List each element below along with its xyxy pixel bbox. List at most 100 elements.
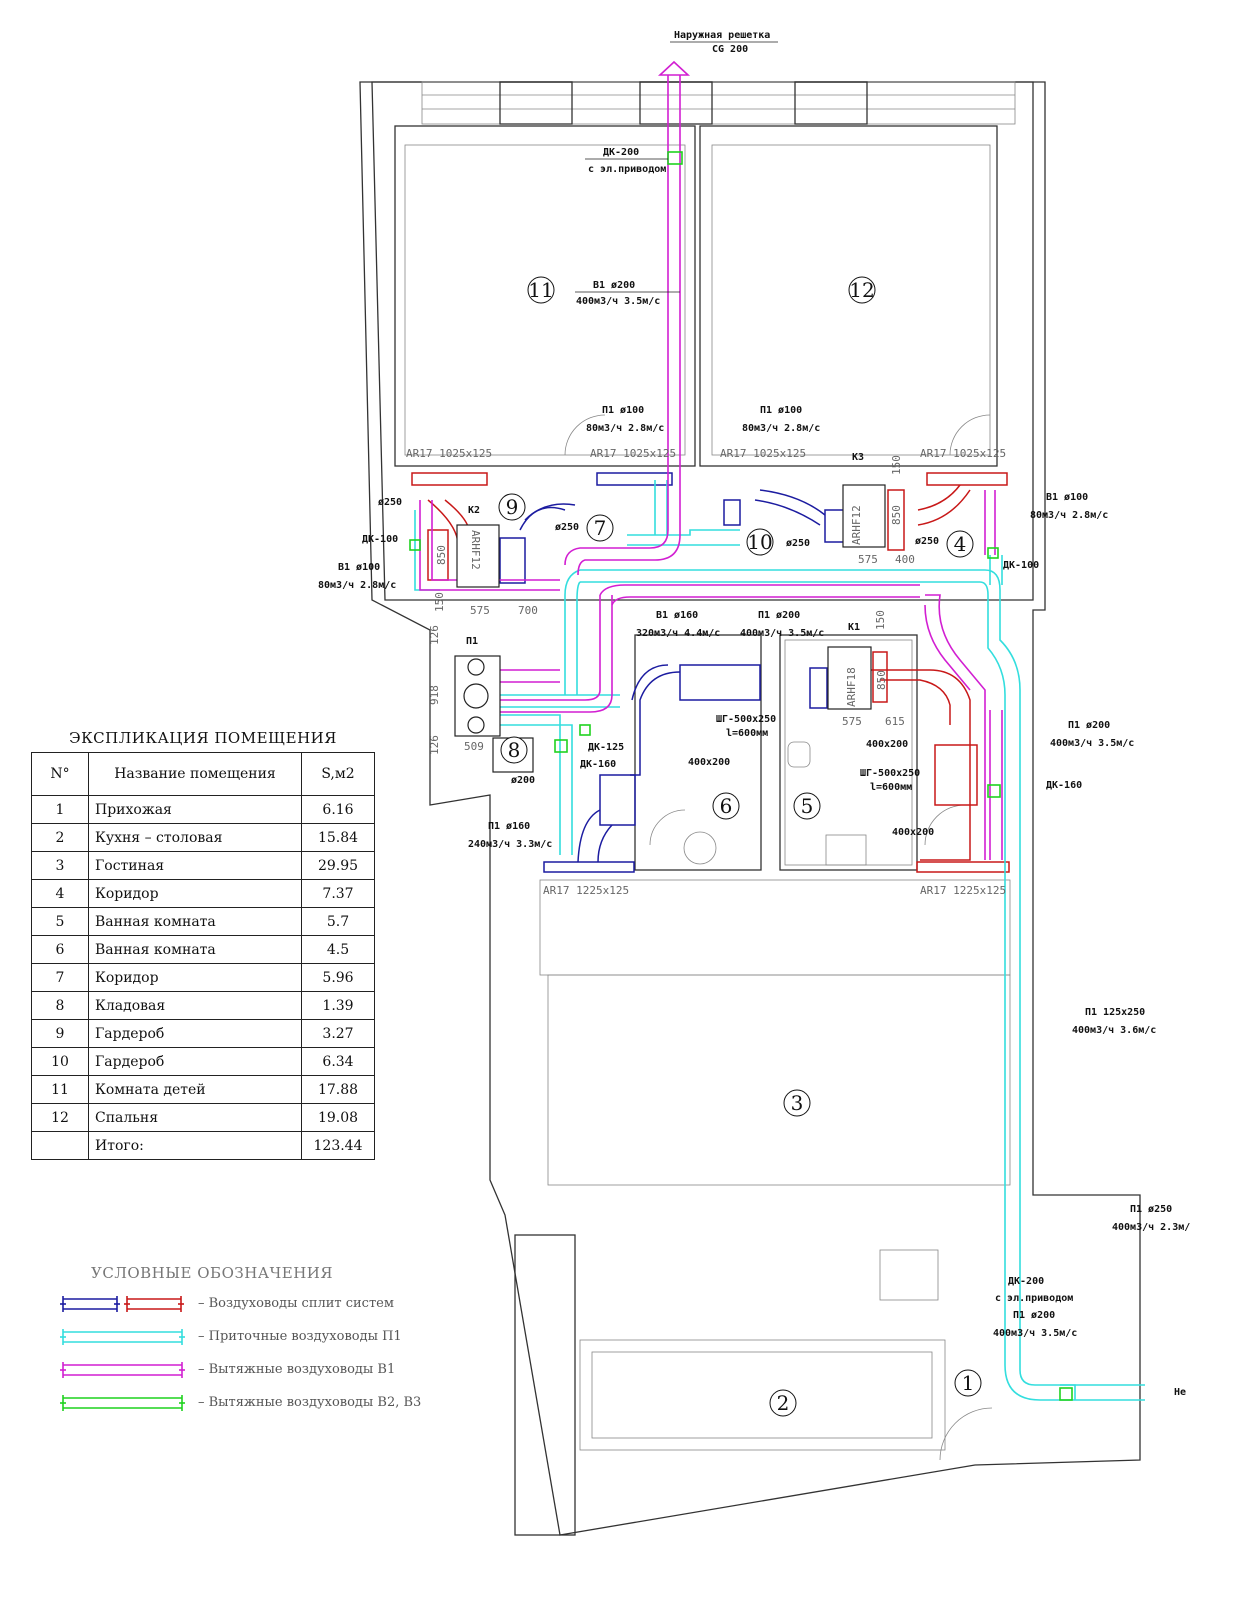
p1-100-a-flow: 80м3/ч 2.8м/с [586,423,664,434]
shg-a-l: l=600мм [726,728,768,739]
v1-200-label: В1 ø200 [593,280,635,291]
cell-n: 8 [31,991,89,1020]
cell-area: 5.96 [301,963,375,992]
room-number: 9 [506,495,519,519]
dim-150-a: 150 [433,592,446,612]
legend-label: – Вытяжные воздуховоды В2, В3 [198,1395,422,1410]
cell-area: 15.84 [301,823,375,852]
d200: ø200 [511,775,535,786]
legend-item [58,1393,188,1413]
d250-d: ø250 [915,536,939,547]
cell-n: 11 [31,1075,89,1104]
room-number: 10 [747,530,772,554]
cell-name: Ванная комната [88,935,302,964]
cell-n: 6 [31,935,89,964]
dk200-top-sub: с эл.приводом [588,164,666,175]
p1-250: П1 ø250 [1130,1204,1172,1215]
d250-a: ø250 [378,497,402,508]
p1-250-flow: 400м3/ч 2.3м/ [1112,1222,1190,1233]
equipment [454,484,886,773]
ar17-b: AR17 1025x125 [590,447,676,460]
v1-160-flow: 320м3/ч 4.4м/с [636,628,720,639]
legend-title: УСЛОВНЫЕ ОБОЗНАЧЕНИЯ [91,1264,333,1282]
p1-200-b-flow: 400м3/ч 3.5м/с [1050,738,1134,749]
cell-n: 2 [31,823,89,852]
cell-name: Кладовая [88,991,302,1020]
cell-name: Ванная комната [88,907,302,936]
cell-area: 4.5 [301,935,375,964]
cell-name: Кухня – столовая [88,823,302,852]
room-marker [793,792,821,820]
shg-b: ШГ-500x250 [860,768,920,779]
room-marker [498,493,526,521]
header-num: N° [31,752,89,796]
p1-100-b: П1 ø100 [760,405,802,416]
room-marker [527,276,555,304]
v1-200-flow: 400м3/ч 3.5м/с [576,296,660,307]
dk200-bot-sub: с эл.приводом [995,1293,1073,1304]
p1-200-c: П1 ø200 [1013,1310,1055,1321]
k3-label: К3 [852,452,864,463]
cell-n: 12 [31,1103,89,1132]
room-number: 3 [791,1091,804,1115]
legend-label: – Приточные воздуховоды П1 [198,1329,402,1344]
room-number: 5 [801,794,814,818]
room-marker [586,514,614,542]
cell-n: 9 [31,1019,89,1048]
dim-918: 918 [428,685,441,705]
unit-k1 [827,646,872,710]
legend-item [58,1327,188,1347]
header-area: S,м2 [301,752,375,796]
grille-label: Наружная решетка [674,30,770,41]
p1-200-c-flow: 400м3/ч 3.5м/с [993,1328,1077,1339]
cell-area: 1.39 [301,991,375,1020]
arhf18: ARHF18 [845,667,858,707]
room-marker [746,528,774,556]
cell-area: 5.7 [301,907,375,936]
room-marker [783,1089,811,1117]
cell-name: Гостиная [88,851,302,880]
dim-850-c: 850 [875,670,888,690]
cell-name: Гардероб [88,1047,302,1076]
room-number: 2 [777,1391,790,1415]
arhf12-a: ARHF12 [469,530,482,570]
dim-575-a: 575 [470,604,490,617]
unit-p1 [454,655,501,737]
dim-850-a: 850 [435,545,448,565]
cell-name: Коридор [88,963,302,992]
dk160-b: ДК-160 [1046,780,1082,791]
legend-label: – Вытяжные воздуховоды В1 [198,1362,396,1377]
cell-n: 10 [31,1047,89,1076]
dim-575-b: 575 [858,553,878,566]
unit-k3 [842,484,886,548]
room-number: 4 [954,532,967,556]
shg-a: ШГ-500x250 [716,714,776,725]
p1-125x250: П1 125x250 [1085,1007,1145,1018]
room-marker [769,1389,797,1417]
cell-n: 4 [31,879,89,908]
cell-n: 7 [31,963,89,992]
d250-c: ø250 [786,538,810,549]
unit-k2 [456,524,500,588]
dim-126-a: 126 [428,625,441,645]
dk200-top: ДК-200 [603,147,639,158]
v1-100-a: В1 ø100 [338,562,380,573]
ar17-c: AR17 1025x125 [720,447,806,460]
room-marker [848,276,876,304]
room-marker [954,1369,982,1397]
total-label: Итого: [88,1131,302,1160]
dim-509: 509 [464,740,484,753]
dk200-bot: ДК-200 [1008,1276,1044,1287]
dim-700: 700 [518,604,538,617]
legend-item [58,1360,188,1380]
p1-100-b-flow: 80м3/ч 2.8м/с [742,423,820,434]
cell-n: 5 [31,907,89,936]
